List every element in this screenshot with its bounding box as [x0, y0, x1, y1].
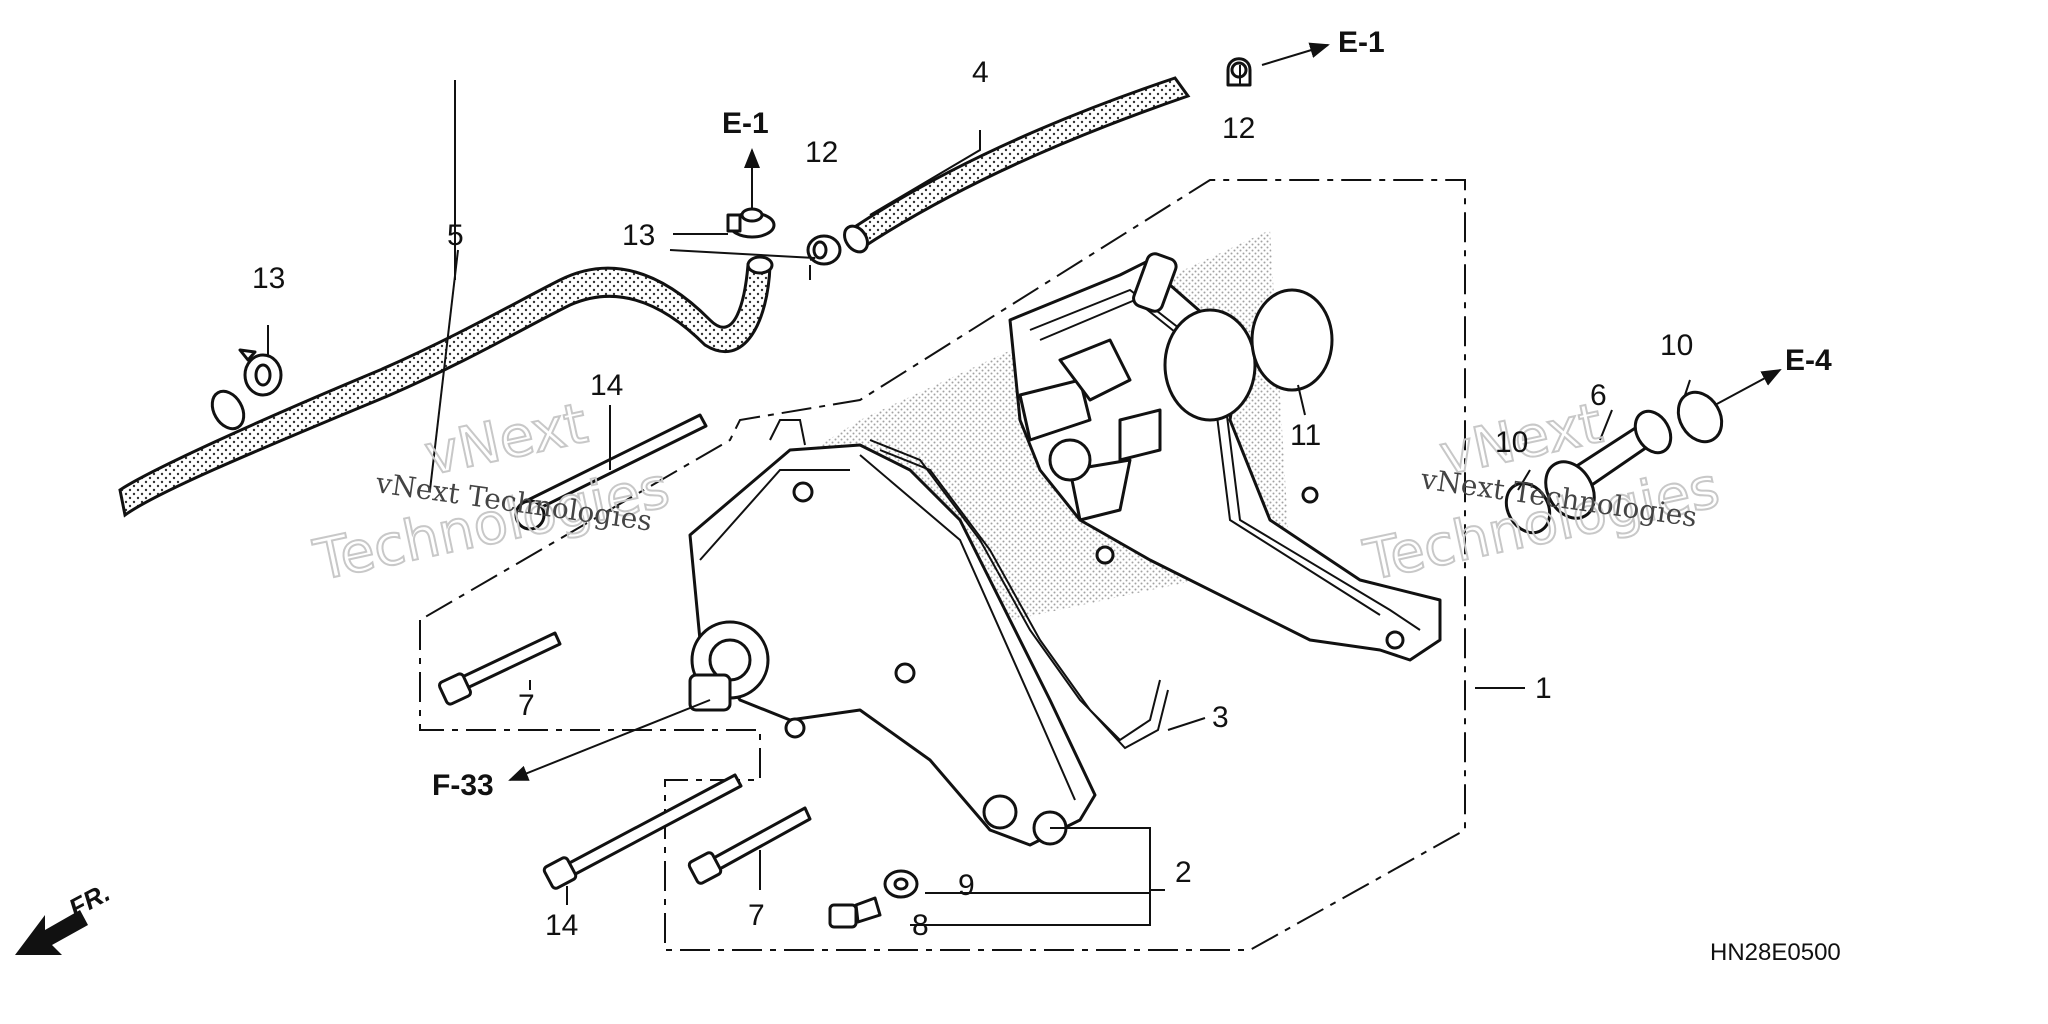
clamp-12-mid — [806, 234, 842, 266]
callout-12-top: 12 — [1222, 112, 1255, 145]
leader-lines — [267, 65, 1691, 926]
o-ring-11 — [1250, 288, 1334, 392]
callout-14-upper: 14 — [590, 369, 623, 402]
callout-11: 11 — [1290, 419, 1321, 452]
callout-4: 4 — [972, 56, 989, 89]
o-ring-10-right — [1676, 390, 1724, 444]
arrow-e4 — [1714, 369, 1782, 406]
assembly-boundary — [419, 179, 1466, 951]
bolt-7-lower — [687, 806, 812, 885]
bolt-7-upper — [437, 631, 562, 706]
impeller — [1018, 338, 1162, 522]
washer-9 — [883, 869, 919, 899]
svg-text:vNext: vNext — [419, 391, 593, 489]
hose-4 — [847, 76, 1191, 251]
callout-13-left: 13 — [252, 262, 285, 295]
callout-5: 5 — [447, 219, 464, 252]
callout-2: 2 — [1175, 856, 1192, 889]
clamp-13-mid — [726, 207, 776, 239]
bolt-8 — [828, 896, 882, 929]
callout-9: 9 — [958, 869, 975, 902]
ref-f33: F-33 — [432, 769, 494, 802]
front-direction-arrow — [15, 910, 88, 955]
callout-13-mid: 13 — [622, 219, 655, 252]
arrow-e1-top — [1261, 42, 1330, 66]
callout-10-left: 10 — [1495, 426, 1528, 459]
callout-8: 8 — [912, 909, 929, 942]
cover-gasket — [869, 439, 1169, 750]
water-pump-body — [1008, 252, 1442, 662]
callout-12-mid: 12 — [805, 136, 838, 169]
callout-7-upper: 7 — [518, 689, 535, 722]
bolt-14-upper — [514, 413, 708, 531]
clamp-13-left — [238, 348, 283, 397]
callout-14-lower: 14 — [545, 909, 578, 942]
ref-e4: E-4 — [1785, 344, 1832, 377]
ref-e1-mid: E-1 — [722, 107, 769, 140]
ref-e1-top: E-1 — [1338, 26, 1385, 59]
callout-10-right: 10 — [1660, 329, 1693, 362]
fitting-6 — [1544, 409, 1673, 520]
o-ring-10-left — [1504, 481, 1552, 535]
callout-7-lower: 7 — [748, 899, 765, 932]
diagram-code: HN28E0500 — [1710, 939, 1841, 966]
arrow-f33 — [508, 699, 711, 781]
bolt-14-lower — [542, 773, 743, 890]
callout-6: 6 — [1590, 379, 1607, 412]
callout-3: 3 — [1212, 701, 1229, 734]
callout-1: 1 — [1535, 672, 1552, 705]
